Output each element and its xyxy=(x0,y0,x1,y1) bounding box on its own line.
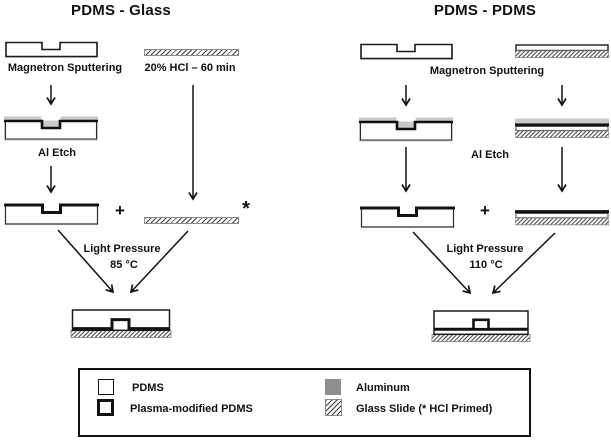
magnetron-sputtering-label-right: Magnetron Sputtering xyxy=(429,65,545,77)
arrow-left-bond-b xyxy=(129,230,189,294)
asterisk-marker: * xyxy=(242,198,250,220)
legend-swatch-glass-slide xyxy=(325,399,342,416)
magnetron-sputtering-label: Magnetron Sputtering xyxy=(7,62,123,74)
bond-condition-label-left: Light Pressure xyxy=(83,243,161,255)
legend-label-plasma-pdms: Plasma-modified PDMS xyxy=(130,403,253,415)
legend-label-aluminum: Aluminum xyxy=(356,382,410,394)
al-etch-label: Al Etch xyxy=(38,147,76,159)
bonded-device-pdms-pdms xyxy=(431,310,531,343)
left-panel-title: PDMS - Glass xyxy=(71,2,171,19)
legend-label-glass-slide: Glass Slide (* HCl Primed) xyxy=(356,403,493,415)
flat-pdms-aluminum-shape xyxy=(515,118,609,138)
al-etch-label-right: Al Etch xyxy=(471,149,509,161)
legend-swatch-pdms xyxy=(98,379,114,395)
glass-slide-primed-shape xyxy=(144,217,239,224)
bond-temperature-left: 85 °C xyxy=(110,259,138,271)
pdms-mold-plasma-shape-right xyxy=(360,204,455,229)
bond-temperature-right: 110 °C xyxy=(469,259,503,271)
arrow-left-bond-a xyxy=(57,229,115,294)
legend-swatch-plasma-pdms xyxy=(97,399,114,416)
arrow-right-bond-a xyxy=(412,231,472,295)
right-panel-title: PDMS - PDMS xyxy=(433,2,537,19)
pdms-mold-shape xyxy=(5,38,98,58)
legend-label-pdms: PDMS xyxy=(132,382,164,394)
hcl-treatment-label: 20% HCl – 60 min xyxy=(144,62,236,74)
pdms-mold-aluminum-shape-right xyxy=(359,115,453,142)
pdms-mold-plasma-shape xyxy=(4,201,99,226)
flat-pdms-plasma-shape xyxy=(515,210,609,227)
pdms-mold-aluminum-shape xyxy=(4,114,98,141)
plus-sign-right: + xyxy=(480,201,490,220)
glass-slide-shape xyxy=(144,49,239,56)
flat-pdms-on-glass-shape xyxy=(515,44,609,58)
bonded-device-pdms-glass xyxy=(69,309,173,340)
legend-swatch-aluminum xyxy=(325,379,341,395)
bond-condition-label-right: Light Pressure xyxy=(446,243,524,255)
pdms-mold-shape-right xyxy=(360,40,453,60)
legend-box: PDMS Plasma-modified PDMS Aluminum Glass… xyxy=(78,368,531,437)
plus-sign-left: + xyxy=(115,201,125,220)
